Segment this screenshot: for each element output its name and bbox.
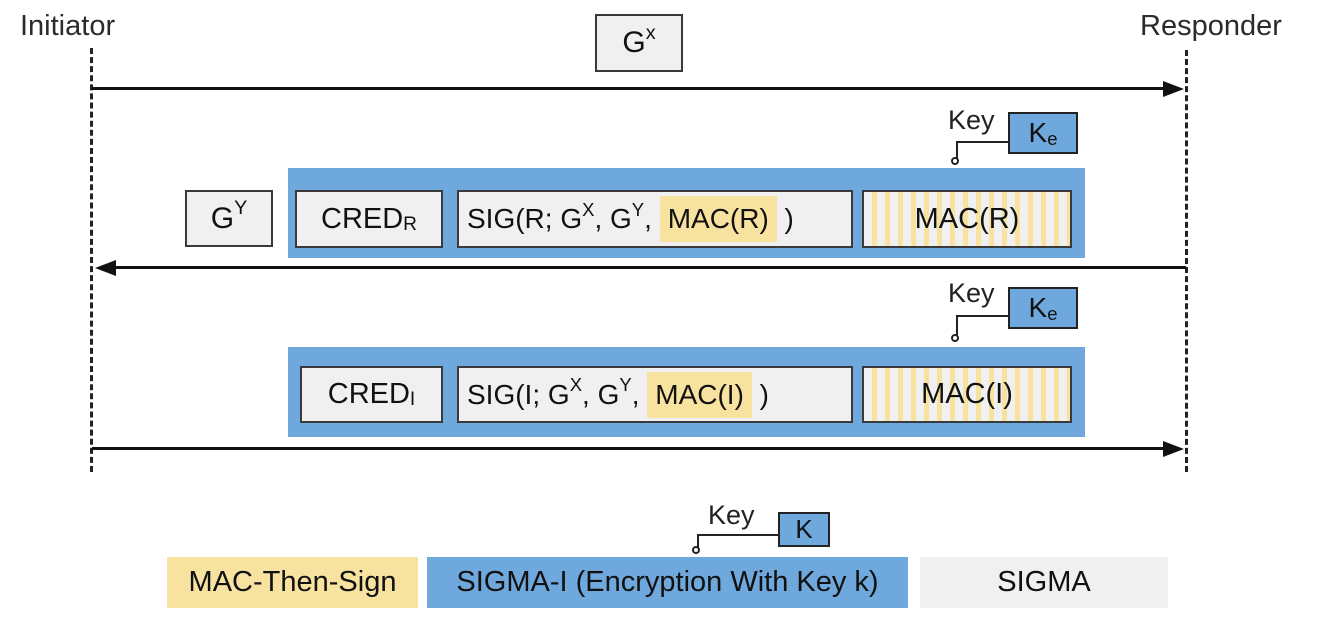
message3-key-connector-h	[956, 315, 1008, 317]
sig-r-close-paren: )	[776, 203, 794, 234]
message1-arrow	[92, 87, 1163, 90]
message2-arrow	[114, 266, 1186, 269]
legend-key-connector-circle	[692, 546, 700, 554]
legend-k-box: K	[778, 512, 830, 547]
message3-arrowhead-icon	[1163, 441, 1184, 457]
message3-key-connector-circle	[951, 334, 959, 342]
sig-i-text3: ,	[631, 378, 648, 410]
legend-sigma-i: SIGMA-I (Encryption With Key k)	[427, 557, 908, 608]
cred-i-subscript: I	[409, 389, 416, 411]
sig-r-exp-y: Y	[631, 198, 645, 220]
gx-exponent: x	[645, 21, 656, 44]
sig-i-close-paren: )	[751, 378, 770, 410]
message2-key-connector-circle	[951, 157, 959, 165]
ke-subscript: e	[1047, 302, 1058, 324]
message3-key-label: Key	[948, 278, 995, 308]
legend-key-label: Key	[708, 500, 755, 530]
sig-i-exp-x: X	[569, 374, 583, 396]
legend-sigma: SIGMA	[920, 557, 1168, 608]
sig-r-text2: , G	[594, 203, 632, 234]
sig-i-text: SIG(I; G	[467, 378, 570, 410]
legend-mac-then-sign: MAC-Then-Sign	[167, 557, 418, 608]
responder-label: Responder	[1140, 10, 1282, 42]
ke-base: K	[1028, 292, 1048, 323]
sig-i-exp-y: Y	[619, 374, 632, 396]
ke-subscript: e	[1047, 127, 1058, 149]
mac-i-highlight: MAC(I)	[647, 371, 752, 418]
mac-i-encrypted-box: MAC(I)	[862, 366, 1072, 423]
legend-key-connector-v	[697, 534, 699, 548]
message3-key-connector-v	[956, 315, 958, 335]
message2-key-connector-v	[956, 141, 958, 159]
sig-i-text2: , G	[582, 378, 620, 410]
sig-r-text3: ,	[644, 203, 660, 234]
message1-arrowhead-icon	[1163, 81, 1184, 97]
legend-key-connector-h	[697, 534, 778, 536]
message2-arrowhead-icon	[95, 260, 116, 276]
initiator-label: Initiator	[20, 10, 116, 42]
cred-r-subscript: R	[403, 213, 417, 235]
cred-i-base: CRED	[327, 378, 410, 410]
gx-base: G	[622, 26, 646, 59]
initiator-lifeline	[90, 48, 93, 472]
sig-r-text: SIG(R; G	[467, 203, 583, 234]
gy-exponent: Y	[234, 197, 248, 220]
ke-base: K	[1028, 117, 1048, 148]
cred-r-base: CRED	[321, 202, 404, 235]
gy-base: G	[210, 201, 235, 235]
mac-r-highlight: MAC(R)	[659, 196, 777, 242]
message3-arrow	[92, 447, 1163, 450]
message2-key-label: Key	[948, 105, 995, 135]
mac-r-encrypted-box: MAC(R)	[862, 190, 1072, 248]
responder-lifeline	[1185, 50, 1188, 472]
sig-r-exp-x: X	[582, 198, 595, 220]
message2-key-connector-h	[956, 141, 1008, 143]
